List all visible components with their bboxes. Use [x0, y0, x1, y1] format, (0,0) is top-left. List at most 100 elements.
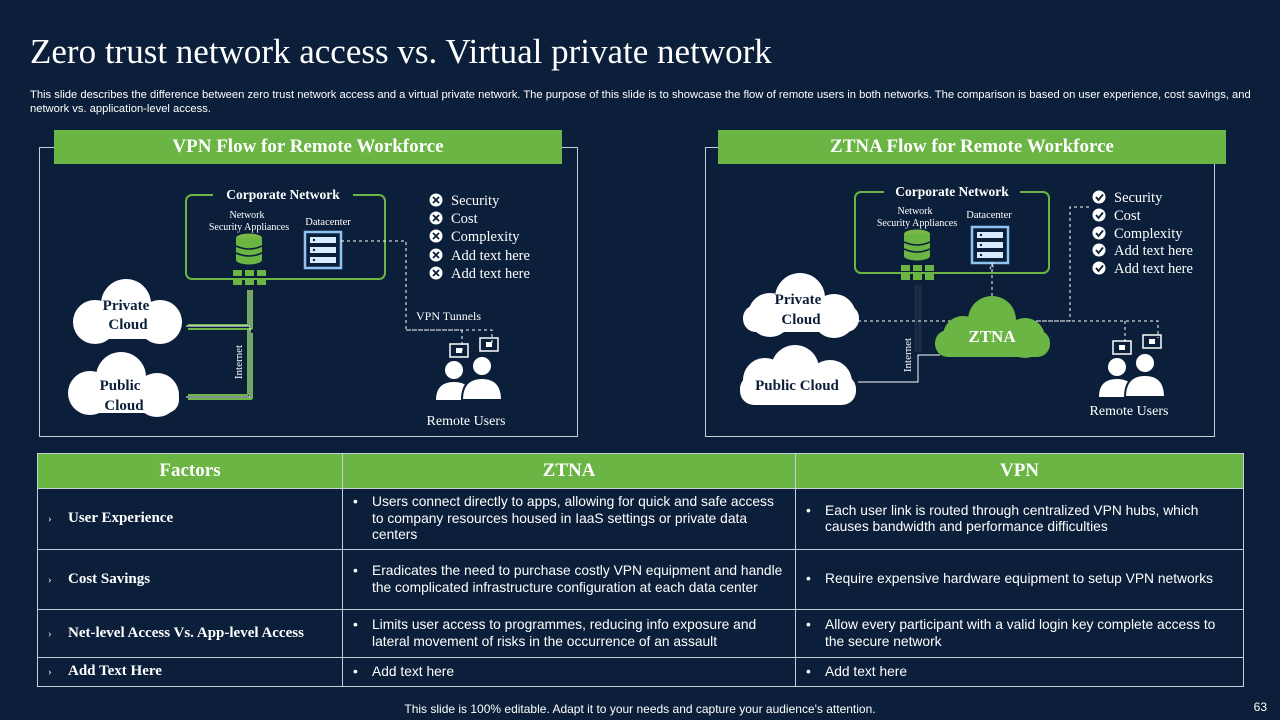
vpn-server-icon — [303, 230, 343, 270]
x-circle-icon — [429, 266, 443, 280]
ztna-text: Add text here — [372, 663, 455, 679]
footer-note: This slide is 100% editable. Adapt it to… — [404, 702, 876, 716]
ztna-public-cloud-icon — [740, 345, 856, 405]
ztna-remote-users-icon — [1098, 334, 1166, 398]
ztna-cell: •Add text here — [342, 657, 796, 687]
vpn-private-cloud-label-1: Private — [103, 298, 150, 314]
table-row: › Add Text Here •Add text here •Add text … — [37, 657, 1244, 687]
table-row: › Cost Savings •Eradicates the need to pu… — [37, 549, 1244, 610]
ztna-private-cloud-label-1: Private — [775, 292, 822, 308]
vpn-cell: •Each user link is routed through centra… — [795, 488, 1244, 550]
ztna-cell: •Limits user access to programmes, reduc… — [342, 609, 796, 658]
ztna-cloud-icon — [935, 296, 1050, 358]
ztna-list-item: Add text here — [1114, 243, 1193, 259]
vpn-cell: •Allow every participant with a valid lo… — [795, 609, 1244, 658]
column-header-ztna: ZTNA — [342, 453, 796, 489]
chevron-right-icon: › — [48, 627, 52, 640]
factor-label: User Experience — [68, 510, 174, 527]
x-circle-icon — [429, 211, 443, 225]
vpn-private-cloud-icon — [73, 279, 182, 344]
check-circle-icon — [1092, 261, 1106, 275]
ztna-text: Limits user access to programmes, reduci… — [372, 617, 757, 649]
ztna-cell: •Eradicates the need to purchase costly … — [342, 549, 796, 610]
vpn-drawbacks-list: Security Cost Complexity Add text here A… — [429, 193, 530, 282]
slide-title: Zero trust network access vs. Virtual pr… — [30, 32, 772, 71]
vpn-cell: •Add text here — [795, 657, 1244, 687]
vpn-tunnels-label: VPN Tunnels — [416, 309, 481, 323]
ztna-list-item: Add text here — [1114, 261, 1193, 277]
ztna-nsa-label-1: Network — [898, 206, 933, 217]
ztna-private-cloud-label-2: Cloud — [781, 312, 821, 328]
ztna-corporate-network-label: Corporate Network — [895, 184, 1009, 199]
ztna-benefits-list: Security Cost Complexity Add text here A… — [1092, 190, 1193, 277]
vpn-list-item: Security — [451, 193, 500, 209]
vpn-text: Allow every participant with a valid log… — [825, 617, 1216, 649]
vpn-internet-label: Internet — [233, 345, 245, 379]
ztna-cloud-label: ZTNA — [968, 327, 1016, 346]
factor-label: Cost Savings — [68, 570, 151, 587]
ztna-list-item: Security — [1114, 190, 1163, 206]
x-circle-icon — [429, 193, 443, 207]
ztna-public-cloud-label: Public Cloud — [755, 378, 839, 394]
x-circle-icon — [429, 229, 443, 243]
check-circle-icon — [1092, 190, 1106, 204]
vpn-text: Add text here — [825, 663, 908, 679]
page-number: 63 — [1253, 700, 1267, 714]
factor-cell: › User Experience — [37, 488, 343, 550]
check-circle-icon — [1092, 243, 1106, 257]
column-header-vpn: VPN — [795, 453, 1244, 489]
network-diagrams: Corporate Network Network Security Appli… — [68, 183, 1193, 429]
vpn-firewall-icon — [233, 270, 266, 285]
ztna-text: Eradicates the need to purchase costly V… — [372, 563, 783, 595]
factor-label: Add Text Here — [68, 663, 162, 680]
vpn-public-cloud-label-2: Cloud — [104, 398, 144, 414]
vpn-text: Require expensive hardware equipment to … — [825, 571, 1214, 587]
factor-cell: › Cost Savings — [37, 549, 343, 610]
comparison-table: Factors ZTNA VPN › User Experience •Users… — [37, 453, 1244, 687]
vpn-database-icon — [235, 232, 263, 266]
ztna-database-icon — [903, 228, 931, 262]
table-row: › User Experience •Users connect directly… — [37, 488, 1244, 550]
ztna-private-cloud-icon — [743, 273, 859, 338]
factor-cell: › Add Text Here — [37, 657, 343, 687]
vpn-corporate-network-box — [185, 194, 386, 280]
vpn-datacenter-label: Datacenter — [305, 217, 351, 228]
vpn-text: Each user link is routed through central… — [825, 502, 1199, 534]
slide-description: This slide describes the difference betw… — [30, 89, 1251, 115]
vpn-nsa-label-2: Security Appliances — [209, 222, 289, 233]
vpn-public-cloud-icon — [68, 352, 179, 417]
vpn-nsa-label-1: Network — [230, 210, 265, 221]
ztna-internet-label: Internet — [902, 338, 914, 372]
table-header-row: Factors ZTNA VPN — [37, 453, 1244, 489]
vpn-list-item: Complexity — [451, 229, 520, 245]
vpn-private-cloud-label-2: Cloud — [108, 317, 148, 333]
ztna-cell: •Users connect directly to apps, allowin… — [342, 488, 796, 550]
column-header-factors: Factors — [37, 453, 343, 489]
chevron-right-icon: › — [48, 666, 52, 679]
vpn-remote-users-label: Remote Users — [427, 414, 506, 429]
check-circle-icon — [1092, 226, 1106, 240]
vpn-remote-users-icon — [435, 337, 503, 401]
vpn-list-item: Cost — [451, 211, 478, 227]
ztna-datacenter-label: Datacenter — [966, 210, 1012, 221]
ztna-corporate-network-box — [854, 191, 1050, 274]
chevron-right-icon: › — [48, 573, 52, 586]
chevron-right-icon: › — [48, 513, 52, 526]
x-circle-icon — [429, 248, 443, 262]
ztna-list-item: Complexity — [1114, 226, 1183, 242]
table-row: › Net-level Access Vs. App-level Access •… — [37, 609, 1244, 658]
vpn-public-cloud-label-1: Public — [100, 378, 141, 394]
ztna-list-item: Cost — [1114, 208, 1141, 224]
vpn-list-item: Add text here — [451, 248, 530, 264]
ztna-panel-header: ZTNA Flow for Remote Workforce — [718, 130, 1226, 164]
factor-cell: › Net-level Access Vs. App-level Access — [37, 609, 343, 658]
vpn-corporate-network-label: Corporate Network — [226, 187, 340, 202]
vpn-panel-header: VPN Flow for Remote Workforce — [54, 130, 562, 164]
ztna-nsa-label-2: Security Appliances — [877, 218, 957, 229]
check-circle-icon — [1092, 208, 1106, 222]
vpn-cell: •Require expensive hardware equipment to… — [795, 549, 1244, 610]
factor-label: Net-level Access Vs. App-level Access — [68, 624, 304, 641]
ztna-server-icon — [970, 225, 1010, 265]
ztna-text: Users connect directly to apps, allowing… — [372, 494, 774, 543]
ztna-remote-users-label: Remote Users — [1090, 404, 1169, 419]
